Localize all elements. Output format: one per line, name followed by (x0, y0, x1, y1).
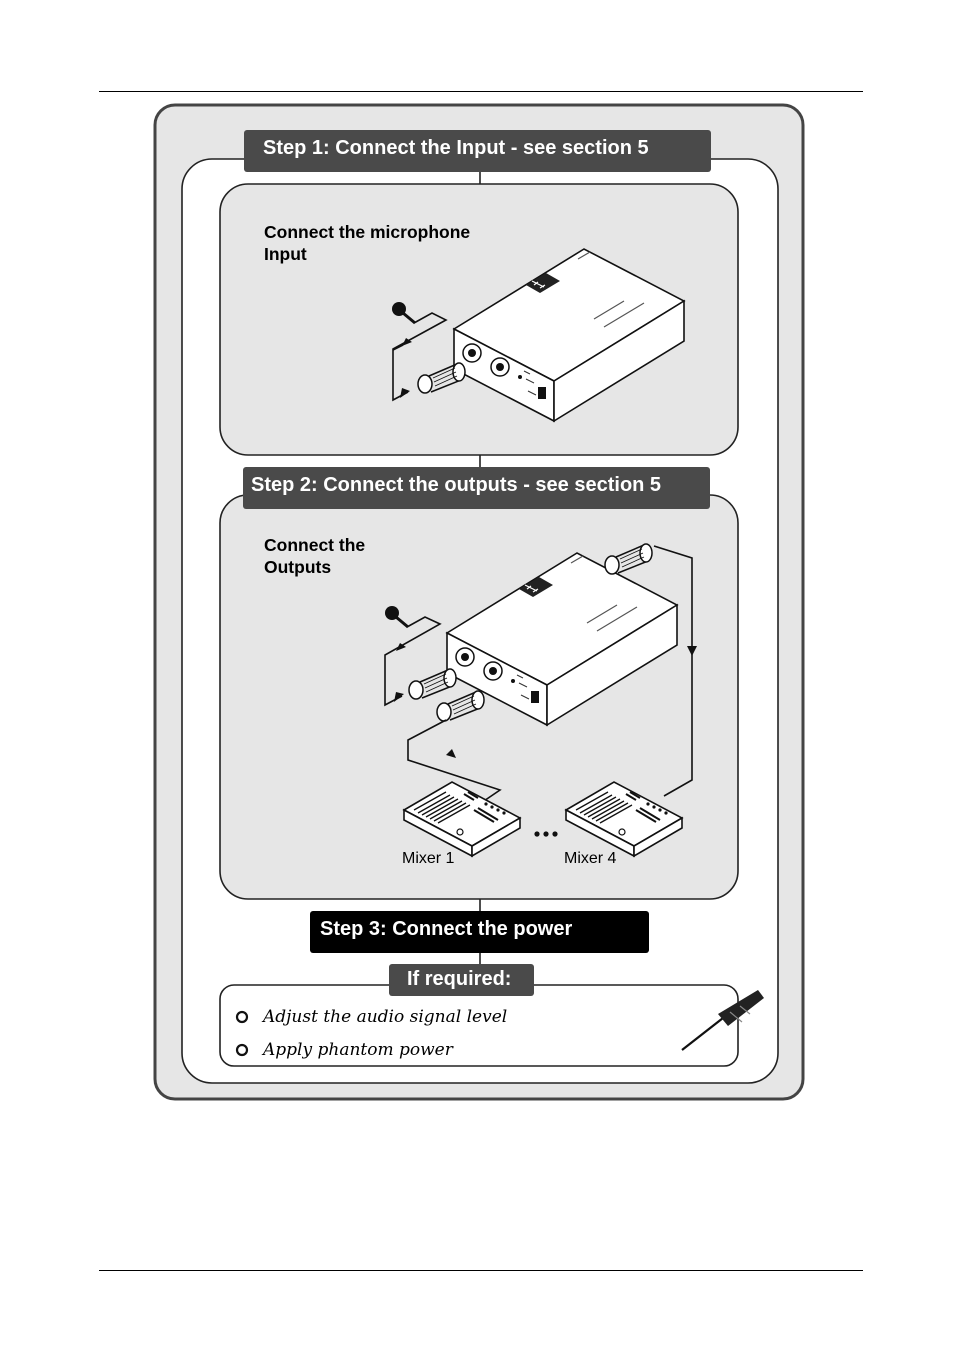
bullet-circle-icon (237, 1045, 247, 1055)
phantom-power-item: Apply phantom power (263, 1040, 453, 1060)
mixer-1-label: Mixer 1 (402, 850, 454, 868)
bullet-circle-icon (237, 1012, 247, 1022)
adjust-audio-item: Adjust the audio signal level (263, 1007, 507, 1027)
step2-caption-line2: Outputs (264, 556, 331, 578)
step2-title: Step 2: Connect the outputs - see sectio… (251, 474, 661, 497)
step2-caption-line1: Connect the (264, 534, 365, 556)
mixer-4-label: Mixer 4 (564, 850, 616, 868)
step3-title: Step 3: Connect the power (320, 918, 572, 941)
step1-caption-line1: Connect the microphone (264, 221, 470, 243)
step1-caption-line2: Input (264, 243, 307, 265)
step1-title: Step 1: Connect the Input - see section … (263, 137, 649, 160)
if-required-title: If required: (407, 968, 511, 991)
